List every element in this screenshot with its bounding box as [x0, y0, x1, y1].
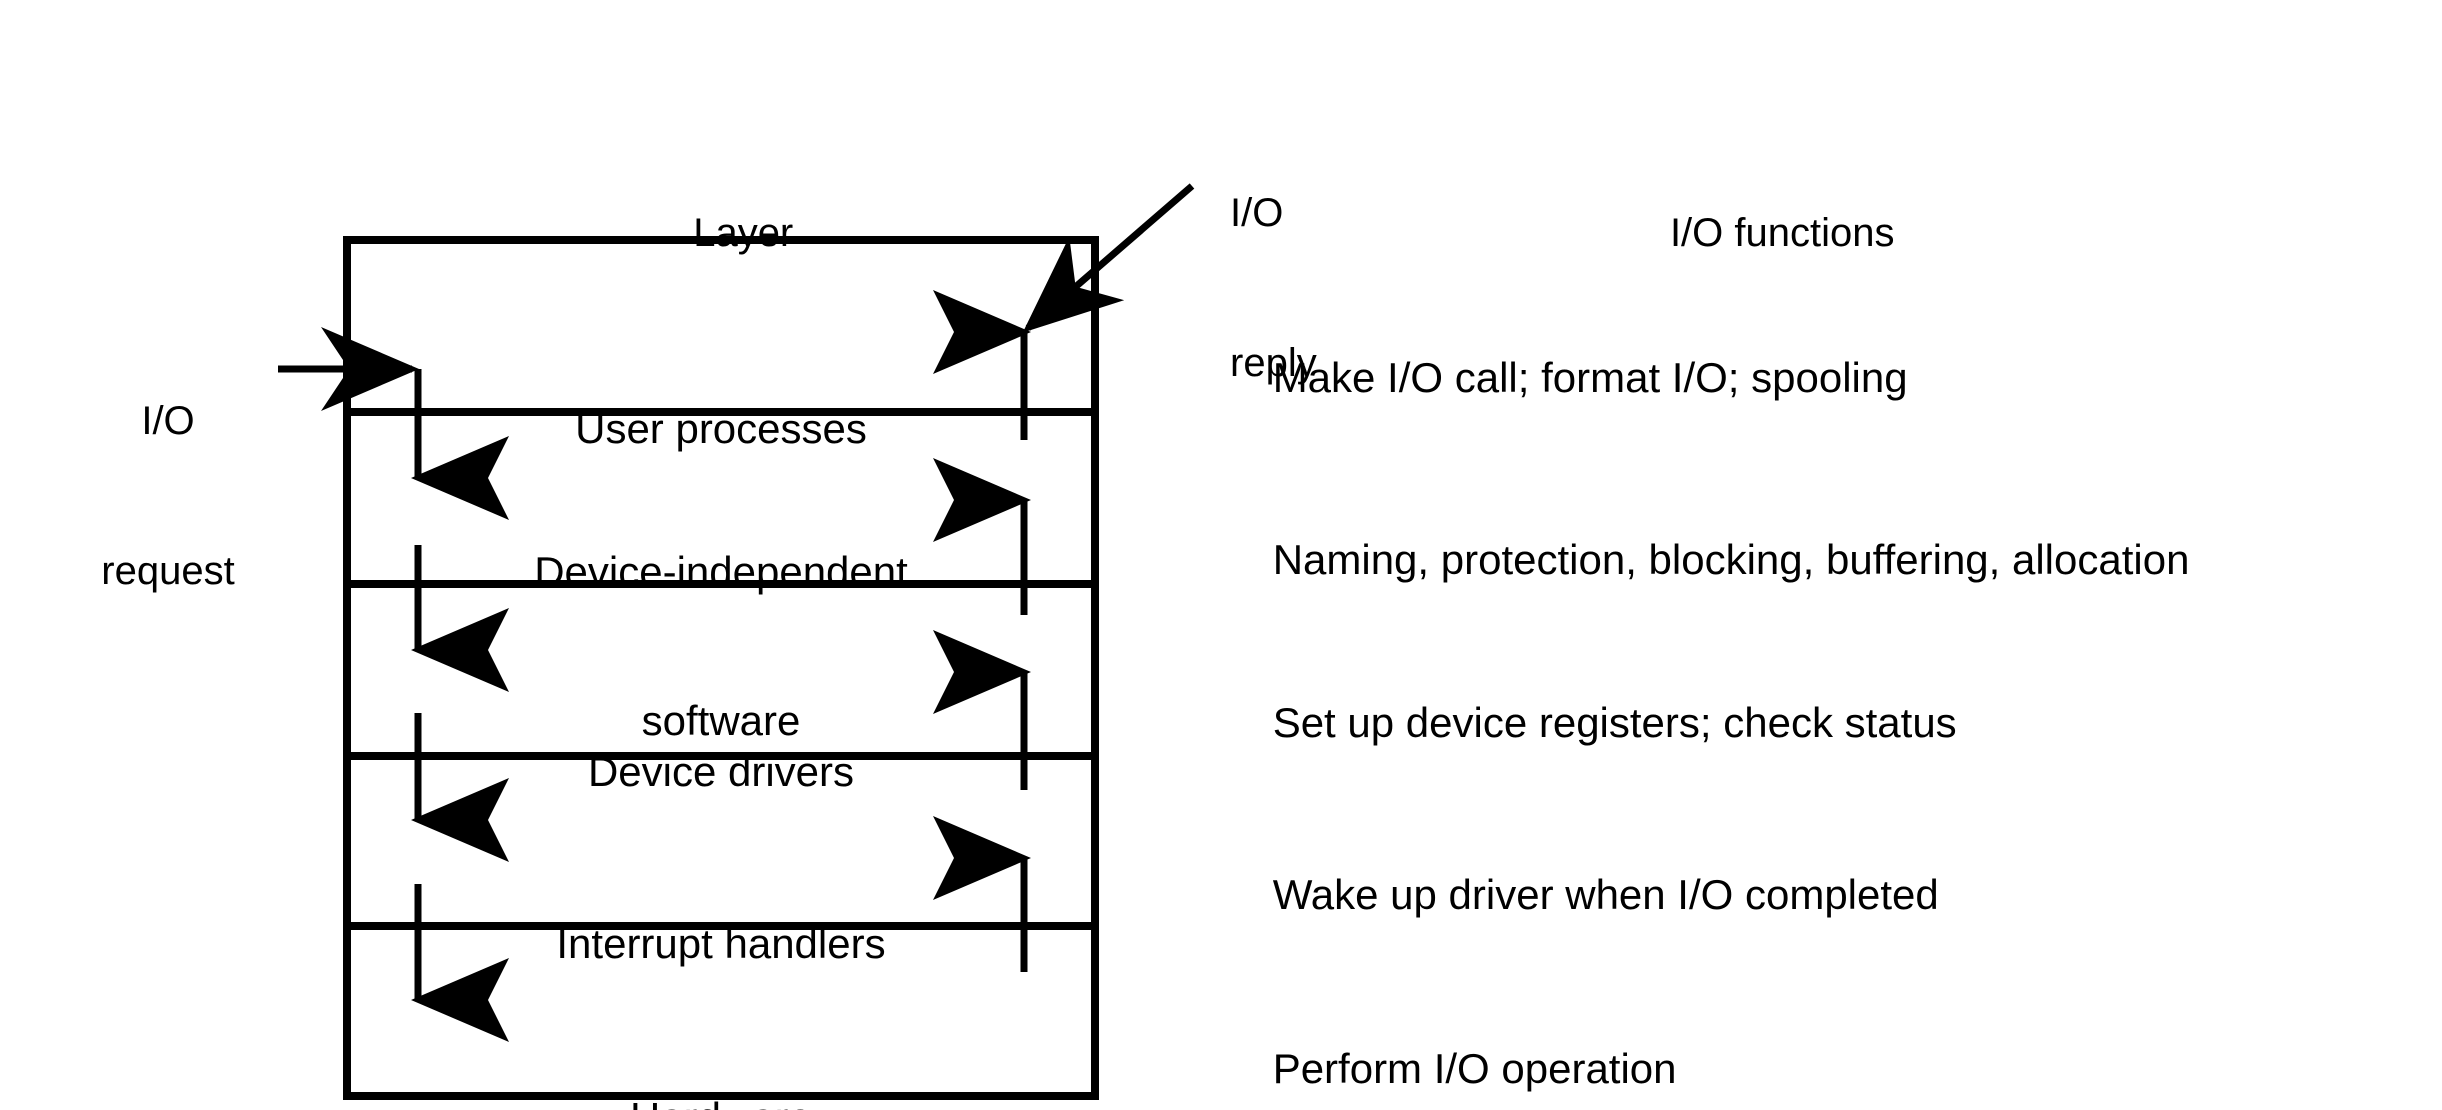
layer-name-3: Interrupt handlers [441, 820, 1001, 1068]
layer-name-1: Device-independent software [411, 448, 1031, 844]
layer-function-4: Perform I/O operation [1226, 994, 1677, 1110]
layer-name-4-line1: Hardware [441, 1093, 1001, 1110]
layer-name-4: Hardware [441, 994, 1001, 1110]
io-reply-label: I/O reply [1230, 88, 1317, 488]
layer-function-1: Naming, protection, blocking, buffering,… [1226, 485, 2190, 634]
layer-name-3-line1: Interrupt handlers [556, 920, 886, 968]
io-request-label: I/O request [38, 296, 298, 696]
layer-function-2: Set up device registers; check status [1226, 648, 1957, 797]
layer-function-1-text: Naming, protection, blocking, buffering,… [1272, 535, 2190, 583]
column-header-layer-text: Layer [693, 211, 794, 256]
io-reply-label-line1: I/O [1230, 191, 1284, 235]
layer-name-2-line1: Device drivers [587, 748, 855, 796]
layer-function-3-text: Wake up driver when I/O completed [1272, 870, 1939, 918]
column-header-functions: I/O functions [1625, 163, 1895, 305]
layer-function-2-text: Set up device registers; check status [1272, 698, 1957, 746]
layer-function-0-text: Make I/O call; format I/O; spooling [1272, 353, 1908, 401]
layer-function-3: Wake up driver when I/O completed [1226, 820, 1939, 969]
layer-name-2: Device drivers [441, 648, 1001, 896]
layer-name-1-line2: software [641, 696, 801, 744]
layer-name-1-line1: Device-independent [534, 548, 908, 596]
layer-function-4-text: Perform I/O operation [1272, 1044, 1677, 1092]
column-header-functions-text: I/O functions [1669, 211, 1895, 256]
layer-name-0: User processes [441, 305, 1001, 553]
column-header-layer: Layer [649, 163, 794, 305]
io-reply-arrow [1022, 183, 1195, 333]
io-request-label-line1: I/O [141, 399, 195, 443]
io-request-label-line2: request [101, 549, 235, 593]
layer-function-0: Make I/O call; format I/O; spooling [1226, 303, 1908, 452]
io-reply-label-line2: reply [1230, 341, 1317, 385]
layer-name-0-line1: User processes [575, 405, 867, 453]
